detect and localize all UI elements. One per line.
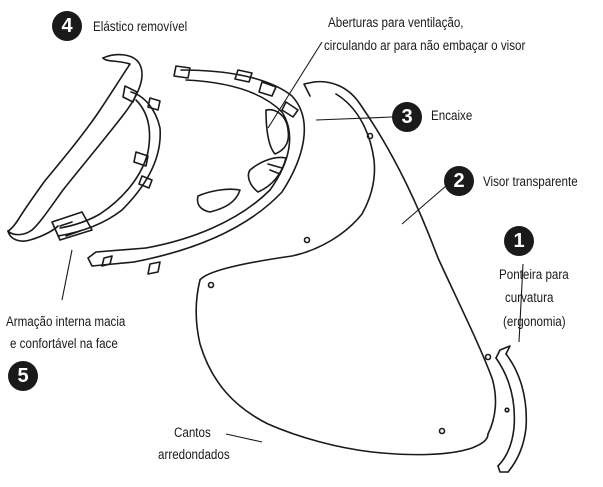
label-ponteira-line-1: Ponteira para (499, 267, 569, 282)
label-armacao-line-2: e confortável na face (10, 336, 118, 351)
leader-line-encaixe (315, 116, 393, 121)
label-aberturas-line-2: circulando ar para não embaçar o visor (324, 38, 526, 53)
label-elastico-removivel: Elástico removível (93, 19, 188, 34)
leader-line-visor (401, 185, 447, 225)
elastic-band-drawing (7, 53, 143, 242)
leader-line-armacao (61, 249, 73, 301)
ventilated-frame-drawing (87, 65, 306, 275)
part-number-3-badge: 3 (392, 102, 422, 132)
label-ponteira-line-2: curvatura (505, 290, 554, 305)
tip-piece-drawing (495, 345, 528, 473)
leader-lines (61, 41, 524, 443)
leader-line-ponteira (518, 263, 524, 343)
leader-line-vents (267, 41, 323, 129)
label-visor-transparente: Visor transparente (483, 174, 578, 189)
inner-frame-drawing (51, 85, 161, 241)
label-cantos-line-2: arredondados (158, 447, 230, 462)
label-ponteira-line-3: (ergonomia) (503, 314, 566, 329)
label-encaixe: Encaixe (431, 108, 473, 123)
part-number-4-badge: 4 (52, 11, 82, 41)
part-number-5-badge: 5 (8, 361, 38, 391)
leader-line-cantos (225, 433, 263, 443)
part-number-2-badge: 2 (444, 166, 474, 196)
visor-drawing (195, 80, 497, 456)
label-cantos-line-1: Cantos (174, 425, 211, 440)
label-armacao-line-1: Armação interna macia (6, 314, 126, 329)
label-aberturas-line-1: Aberturas para ventilação, (328, 15, 464, 30)
part-number-1-badge: 1 (504, 226, 534, 256)
